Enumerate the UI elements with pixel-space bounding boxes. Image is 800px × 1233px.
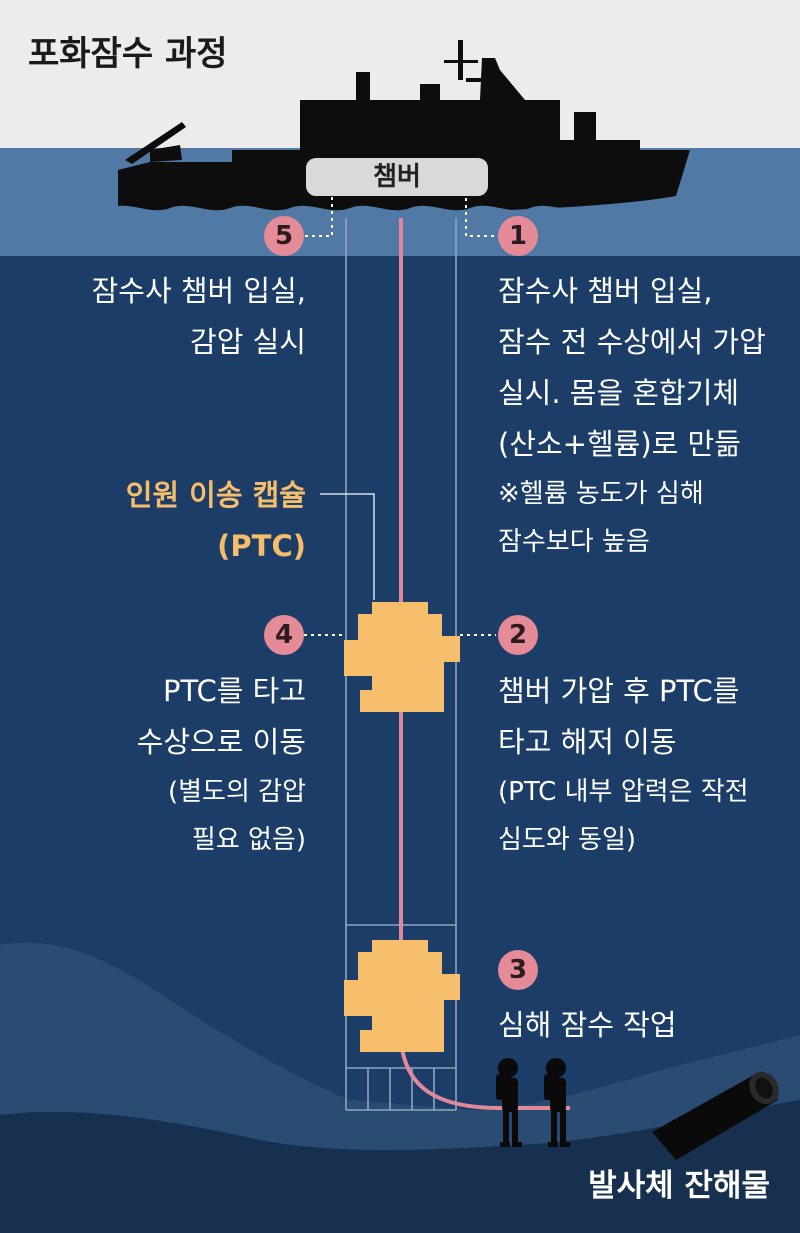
step-5-badge: 5 bbox=[264, 216, 304, 256]
debris-label: 발사체 잔해물 bbox=[588, 1168, 770, 1204]
ptc-capsule-lower bbox=[344, 940, 460, 1052]
step-1-line-2: 잠수 전 수상에서 가압 bbox=[498, 325, 766, 359]
step-1-line-1: 잠수사 챔버 입실, bbox=[498, 274, 713, 308]
rocket-debris-icon bbox=[652, 1071, 779, 1160]
ptc-pointer-line bbox=[320, 493, 375, 600]
step-1-note-1: ※헬륨 농도가 심해 bbox=[498, 479, 704, 509]
step-2-description: 챔버 가압 후 PTC를 타고 해저 이동 (PTC 내부 압력은 작전 심도와… bbox=[498, 666, 749, 864]
step-connectors bbox=[304, 196, 496, 636]
step-4-note-1: (별도의 감압 bbox=[167, 777, 306, 807]
step-2-note-2: 심도와 동일) bbox=[498, 825, 637, 855]
step-4-badge: 4 bbox=[264, 615, 304, 655]
diver-left bbox=[496, 1058, 522, 1147]
step-1-line-3: 실시. 몸을 혼합기체 bbox=[498, 376, 740, 410]
step-3-line-1: 심해 잠수 작업 bbox=[498, 1008, 677, 1042]
step-5-line-1: 잠수사 챔버 입실, bbox=[91, 274, 306, 308]
step-4-description: PTC를 타고 수상으로 이동 (별도의 감압 필요 없음) bbox=[137, 666, 306, 864]
ptc-capsule-upper bbox=[344, 602, 460, 712]
step-1-description: 잠수사 챔버 입실, 잠수 전 수상에서 가압 실시. 몸을 혼합기체 (산소+… bbox=[498, 266, 766, 566]
step-1-badge: 1 bbox=[498, 216, 538, 256]
step-4-line-1: PTC를 타고 bbox=[162, 674, 306, 708]
step-5-description: 잠수사 챔버 입실, 감압 실시 bbox=[92, 266, 306, 368]
umbilical-line bbox=[399, 1039, 570, 1110]
step-4-note-2: 필요 없음) bbox=[191, 825, 306, 855]
ptc-label-line-1: 인원 이송 캡슐 bbox=[125, 478, 306, 512]
surface-waves bbox=[110, 205, 680, 218]
diagram-title: 포화잠수 과정 bbox=[28, 34, 228, 74]
chamber-label: 챔버 bbox=[306, 158, 488, 196]
step-2-badge: 2 bbox=[498, 615, 538, 655]
step-4-line-2: 수상으로 이동 bbox=[136, 725, 306, 759]
step-2-line-2: 타고 해저 이동 bbox=[498, 725, 677, 759]
ship-silhouette bbox=[118, 40, 690, 214]
step-1-line-4: (산소+헬륨)로 만듦 bbox=[498, 427, 741, 461]
step-2-line-1: 챔버 가압 후 PTC를 bbox=[498, 674, 740, 708]
step-5-line-2: 감압 실시 bbox=[190, 325, 306, 359]
seabed-front bbox=[0, 1100, 800, 1233]
ptc-label: 인원 이송 캡슐 (PTC) bbox=[126, 470, 306, 572]
step-1-note-2: 잠수보다 높음 bbox=[498, 527, 650, 557]
diver-right bbox=[544, 1058, 570, 1147]
step-3-badge: 3 bbox=[498, 950, 538, 990]
step-2-note-1: (PTC 내부 압력은 작전 bbox=[498, 777, 749, 807]
ptc-label-line-2: (PTC) bbox=[217, 529, 306, 563]
